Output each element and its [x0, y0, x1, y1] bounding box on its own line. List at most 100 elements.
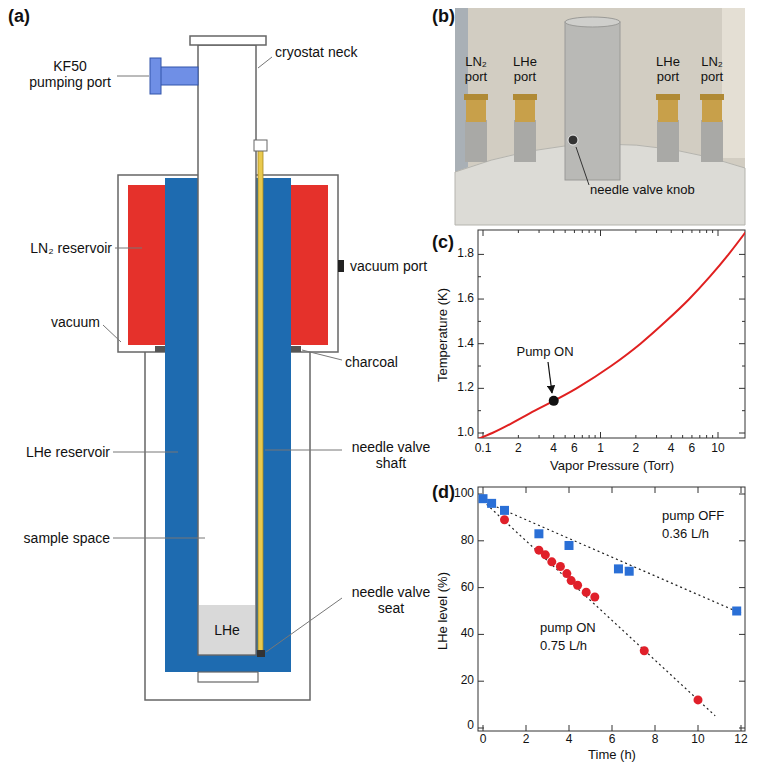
- part-label: needle valve shaft: [345, 439, 437, 471]
- axis-tick: [739, 433, 745, 434]
- axis-tick: [742, 366, 745, 367]
- tick-label: 0.1: [475, 442, 492, 456]
- pump-off-marker: [732, 607, 741, 616]
- tick-label: 1.8: [457, 247, 474, 261]
- vapor-pressure-curve: [479, 232, 745, 438]
- kf50-pipe: [160, 67, 198, 85]
- axis-tick: [656, 435, 657, 438]
- axis-tick: [699, 435, 700, 438]
- axis-tick: [569, 487, 570, 493]
- axis-tick: [635, 435, 636, 438]
- needle-valve-head: [254, 140, 267, 151]
- pump-off-marker: [565, 541, 574, 550]
- axis-tick: [595, 435, 596, 438]
- axis-tick: [699, 230, 700, 233]
- axis-tick: [739, 388, 745, 389]
- part-label: KF50 pumping port: [27, 58, 113, 90]
- axis-tick: [589, 230, 590, 233]
- leader-line: [113, 452, 178, 453]
- tick-label: 0: [467, 719, 474, 733]
- port-cap: [656, 94, 680, 100]
- panel-letter: (b): [432, 6, 455, 27]
- tick-label: 0: [480, 733, 487, 747]
- axis-tick: [553, 230, 554, 233]
- tick-label: 1.0: [457, 426, 474, 440]
- kf50-flange: [150, 58, 161, 94]
- axis-tick: [739, 728, 745, 729]
- tick-label: 12: [734, 733, 747, 747]
- tick-label: 4: [566, 733, 573, 747]
- leader-line: [113, 538, 205, 539]
- axis-tick: [478, 299, 484, 300]
- pump-off-marker: [625, 567, 634, 576]
- axis-tick: [612, 487, 613, 493]
- pump-on-marker: [640, 646, 649, 655]
- tick-label: 10: [711, 442, 724, 456]
- part-label: sample space: [24, 530, 110, 546]
- leader-line: [117, 76, 149, 77]
- axis-tick: [478, 681, 484, 682]
- bottom-plug: [198, 672, 258, 682]
- fit-line: [483, 501, 741, 613]
- photo-label: needle valve knob: [590, 183, 695, 198]
- axis-tick: [612, 725, 613, 731]
- port-valve: [702, 98, 722, 122]
- tick-label: 60: [461, 581, 474, 595]
- part-label: needle valve seat: [345, 584, 437, 616]
- axis-title: Vapor Pressure (Torr): [550, 459, 674, 474]
- top-flange: [190, 36, 266, 45]
- axis-tick: [712, 230, 713, 233]
- axis-tick: [589, 435, 590, 438]
- annotation: 0.75 L/h: [540, 639, 587, 654]
- port-label: LHe port: [648, 55, 688, 85]
- tick-label: 1.4: [457, 337, 474, 351]
- pump-on-marker: [582, 588, 591, 597]
- charcoal-patch: [291, 346, 301, 352]
- axis-tick: [739, 494, 745, 495]
- axis-tick: [691, 230, 692, 233]
- tick-label: 6: [609, 733, 616, 747]
- axis-tick: [655, 487, 656, 493]
- axis-tick: [526, 487, 527, 493]
- axis-tick: [741, 725, 742, 731]
- axis-tick: [478, 254, 484, 255]
- axis-tick: [698, 487, 699, 493]
- axis-tick: [739, 299, 745, 300]
- tick-label: 4: [550, 442, 557, 456]
- fit-line: [483, 501, 715, 716]
- tick-label: 1.2: [457, 381, 474, 395]
- tick-label: 100: [454, 487, 474, 501]
- axis-tick: [483, 487, 484, 493]
- axis-tick: [582, 435, 583, 438]
- port-cap: [700, 94, 724, 100]
- axis-tick: [478, 634, 484, 635]
- tick-label: 8: [652, 733, 659, 747]
- axis-tick: [739, 587, 745, 588]
- axis-ticks: [478, 230, 745, 731]
- axis-title: LHe level (%): [436, 572, 451, 650]
- bath-label: LHe: [214, 622, 240, 638]
- tick-label: 1: [597, 442, 604, 456]
- pump-on-marker: [694, 695, 703, 704]
- axis-tick: [569, 725, 570, 731]
- axis-tick: [526, 725, 527, 731]
- axis-tick: [582, 230, 583, 233]
- leader-line: [258, 57, 272, 68]
- tick-label: 6: [689, 442, 696, 456]
- annotation: Pump ON: [516, 345, 573, 360]
- port-cap: [464, 94, 488, 100]
- axis-tick: [671, 230, 672, 233]
- axis-tick: [483, 230, 484, 236]
- port-valve: [466, 98, 486, 122]
- axis-tick: [600, 230, 601, 236]
- axis-tick: [741, 487, 742, 493]
- plot-frame: [478, 230, 745, 438]
- leader-line: [266, 598, 342, 652]
- leader-line: [302, 350, 342, 360]
- axis-tick: [483, 725, 484, 731]
- axis-tick: [518, 230, 519, 233]
- part-label: cryostat neck: [275, 44, 357, 60]
- axis-tick: [718, 432, 719, 438]
- axis-tick: [565, 435, 566, 438]
